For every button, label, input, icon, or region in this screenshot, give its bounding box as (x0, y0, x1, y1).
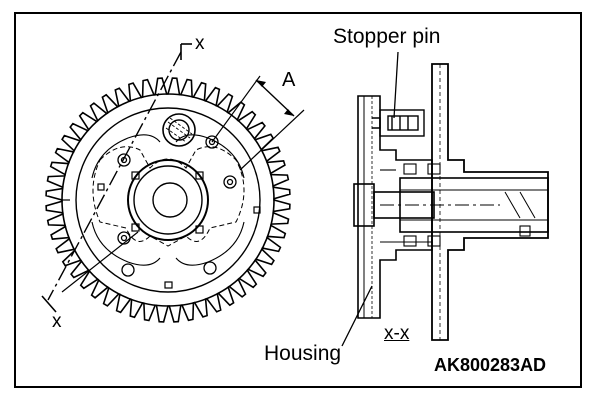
section-view (341, 51, 549, 347)
hub-outer-ring (127, 159, 209, 241)
lugs (97, 171, 261, 289)
section-x-bottom-label: x (52, 311, 62, 332)
section-x-top-label: x (195, 33, 205, 54)
housing-plate (431, 63, 549, 341)
section-arrow-bottom (41, 295, 57, 313)
dimension-a-label: A (282, 69, 296, 91)
stopper-pin-section (372, 109, 425, 137)
stopper-pin-front (162, 113, 196, 147)
section-internals (380, 163, 531, 247)
section-view-label: x-x (384, 323, 410, 344)
figure-code-label: AK800283AD (434, 355, 547, 375)
sprocket-section (357, 95, 433, 319)
center-bore (152, 182, 188, 218)
housing-leader (341, 285, 373, 347)
sprocket-front-view (41, 43, 305, 323)
hub-inner-ring (133, 165, 203, 235)
section-line (47, 51, 182, 301)
sprocket-teeth (45, 77, 291, 323)
housing-outer-ring (75, 107, 261, 293)
housing-label: Housing (264, 342, 342, 365)
center-bolt (353, 183, 500, 227)
figure-frame (14, 12, 582, 388)
stopper-pin-leader (393, 51, 399, 119)
dimension-a-ext1 (211, 75, 261, 143)
stopper-pin-label: Stopper pin (333, 25, 441, 48)
dimension-a-ext2 (239, 109, 305, 171)
